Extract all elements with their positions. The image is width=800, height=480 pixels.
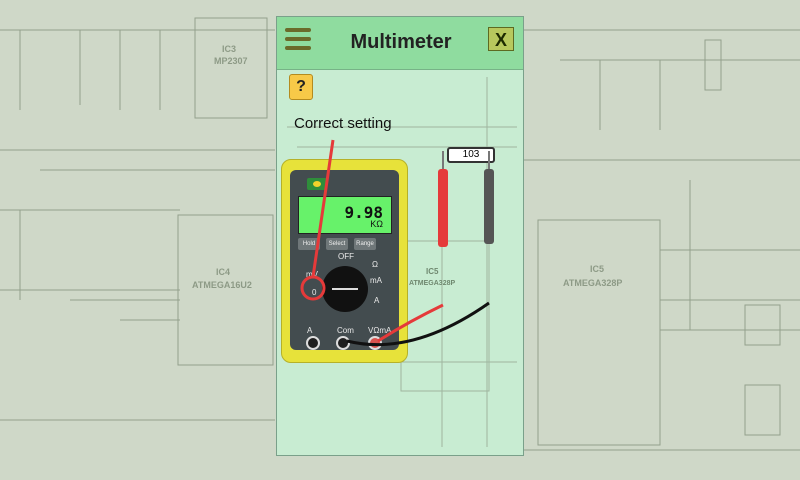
correct-setting-label: Correct setting [294,115,392,132]
svg-text:IC3: IC3 [222,44,236,54]
highlight-line [311,139,335,278]
jack-label-com: Com [337,326,354,335]
dial-label-ma: mA [370,276,382,285]
display-unit: KΩ [370,219,383,229]
multimeter-panel: IC5 ATMEGA328P Multimeter X ? Correct se… [276,16,524,456]
svg-text:IC4: IC4 [216,267,230,277]
red-probe[interactable] [438,169,448,247]
lcd-display: 9.98 KΩ [298,196,392,234]
red-probe-tip [442,151,444,169]
panel-header [277,17,523,70]
select-button[interactable]: Select [326,238,348,250]
panel-title: Multimeter [350,31,452,53]
wires-and-highlight [300,139,490,347]
highlight-circle [300,275,326,301]
resistor-label: 103 [462,149,480,160]
multimeter-device: 9.98 KΩ Hold Select Range mV OFF Ω mA A … [281,159,408,363]
dial-label-a: A [374,296,380,305]
jack-label-vomaa: VΩmA [368,326,392,335]
dial-label-zero: 0 [312,288,317,297]
hamburger-menu-icon-line-2 [285,37,311,41]
close-button[interactable]: X [488,27,514,51]
black-probe[interactable] [484,169,494,244]
selector-dial[interactable] [322,266,368,312]
display-value: 9.98 [344,203,383,222]
svg-text:ATMEGA328P: ATMEGA328P [409,280,455,287]
hold-button[interactable]: Hold [298,238,320,250]
resistor[interactable]: 103 [447,147,495,163]
jack-a[interactable] [306,336,320,350]
range-button[interactable]: Range [354,238,376,250]
svg-text:MP2307: MP2307 [214,56,248,66]
dial-pointer [332,288,358,290]
black-wire [346,301,490,347]
hamburger-menu-icon-line-3 [285,46,311,50]
menu-button[interactable] [285,28,311,52]
brand-flag-icon [307,178,327,190]
jack-label-a: A [307,326,313,335]
black-probe-tip [488,151,490,169]
svg-text:IC5: IC5 [590,264,604,274]
help-button[interactable]: ? [289,74,313,100]
svg-text:ATMEGA328P: ATMEGA328P [563,278,622,288]
dial-label-off: OFF [338,252,354,261]
svg-text:ATMEGA16U2: ATMEGA16U2 [192,280,252,290]
dial-label-ohm: Ω [372,260,378,269]
hamburger-menu-icon [285,28,311,32]
meter-body: 9.98 KΩ Hold Select Range mV OFF Ω mA A … [290,170,399,350]
red-wire [377,303,444,343]
svg-text:IC5: IC5 [426,267,439,276]
